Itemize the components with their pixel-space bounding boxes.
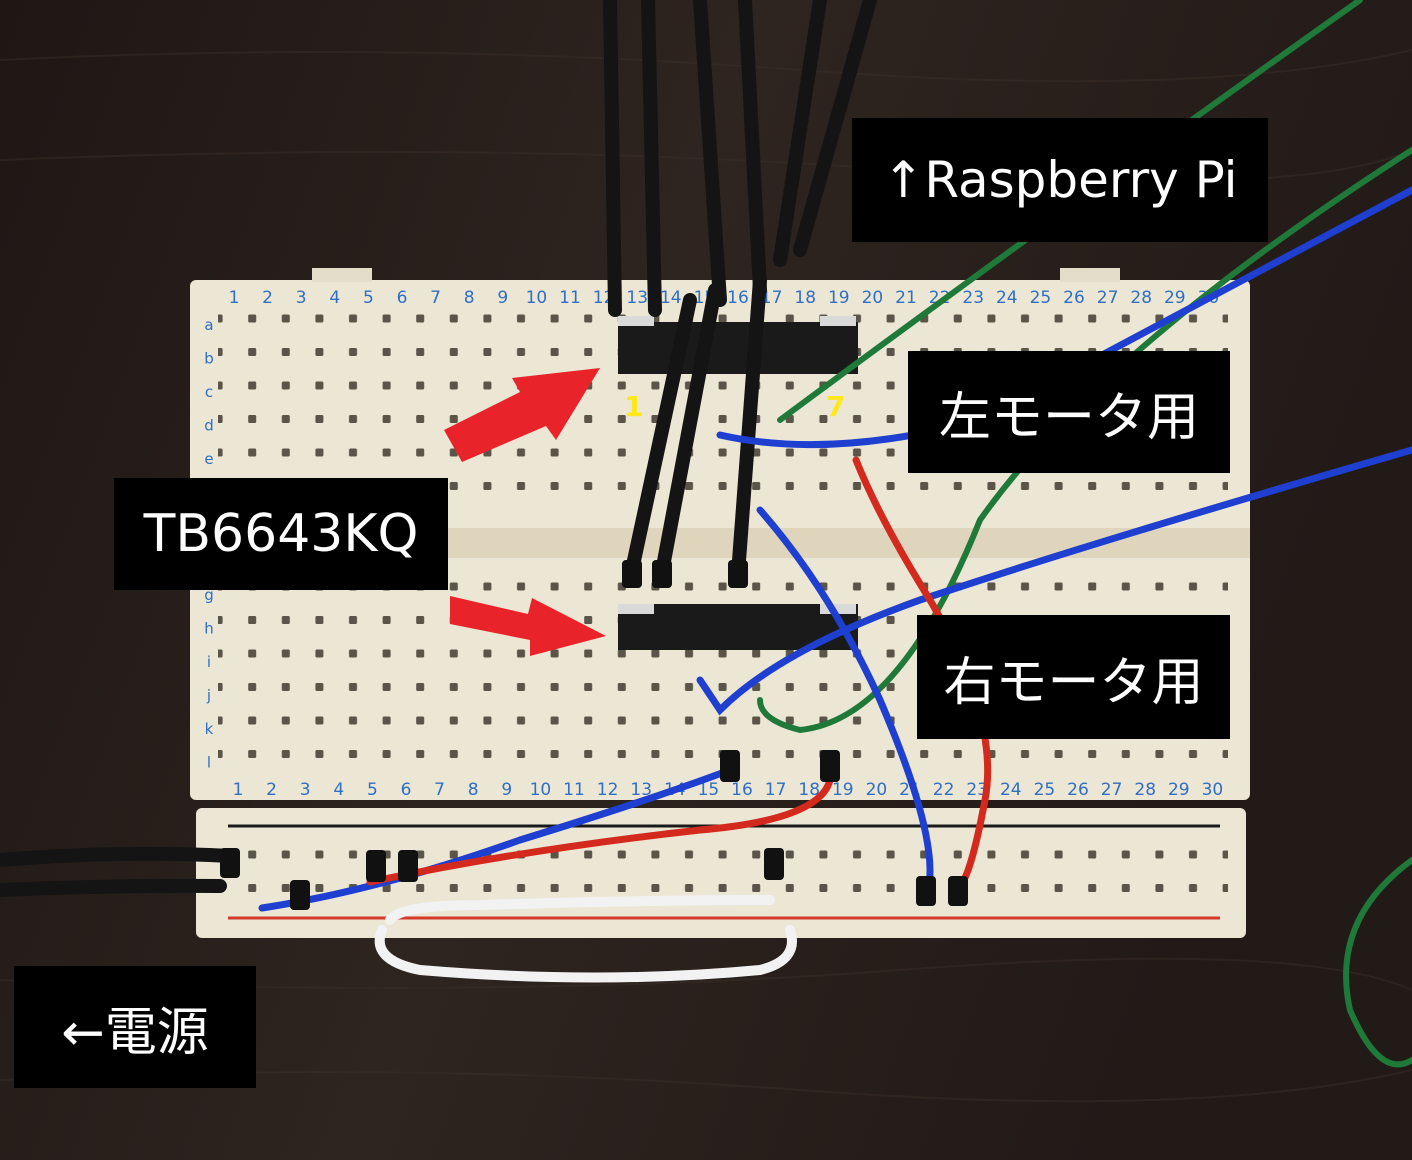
- raspberry-pi-label: ↑Raspberry Pi: [852, 118, 1268, 242]
- column-number: 3: [296, 288, 307, 308]
- column-number: 2: [266, 780, 277, 800]
- row-letter: k: [205, 720, 214, 738]
- row-letter: h: [204, 620, 214, 638]
- row-letter: d: [204, 417, 214, 435]
- row-letter: b: [204, 350, 214, 368]
- row-letter: c: [205, 383, 213, 401]
- column-number: 20: [866, 780, 888, 800]
- power-label: ←電源: [14, 966, 256, 1088]
- column-number: 19: [832, 780, 854, 800]
- column-number: 1: [233, 780, 244, 800]
- column-number: 19: [828, 288, 850, 308]
- column-number: 8: [464, 288, 475, 308]
- column-number: 22: [933, 780, 955, 800]
- row-letter: g: [204, 586, 214, 604]
- column-number: 6: [401, 780, 412, 800]
- ic-chip-top: [618, 316, 858, 374]
- column-number: 27: [1101, 780, 1123, 800]
- column-number: 29: [1168, 780, 1190, 800]
- column-number: 12: [597, 780, 619, 800]
- column-number: 4: [329, 288, 340, 308]
- column-number: 26: [1067, 780, 1089, 800]
- white-wire: [374, 895, 797, 983]
- pin-1-marker: 1: [624, 390, 644, 423]
- column-number: 5: [363, 288, 374, 308]
- column-number: 1: [229, 288, 240, 308]
- column-number: 29: [1164, 288, 1186, 308]
- column-number: 16: [731, 780, 753, 800]
- row-letter: j: [206, 687, 211, 705]
- wire-end-caps: [220, 560, 968, 910]
- arrow-to-top-chip: [444, 368, 600, 462]
- column-number: 11: [563, 780, 585, 800]
- column-number: 25: [1030, 288, 1052, 308]
- row-letter: e: [204, 450, 213, 468]
- column-number: 28: [1130, 288, 1152, 308]
- column-number: 24: [996, 288, 1018, 308]
- row-letter: a: [204, 316, 213, 334]
- column-number: 18: [794, 288, 816, 308]
- column-number: 7: [430, 288, 441, 308]
- right-motor-label: 右モータ用: [917, 615, 1230, 739]
- row-letter: l: [207, 754, 211, 772]
- column-number: 21: [895, 288, 917, 308]
- column-number: 30: [1202, 780, 1224, 800]
- column-number: 18: [798, 780, 820, 800]
- column-number: 10: [526, 288, 548, 308]
- column-number: 20: [862, 288, 884, 308]
- column-number: 16: [727, 288, 749, 308]
- column-number: 11: [559, 288, 581, 308]
- column-number: 4: [333, 780, 344, 800]
- column-number: 9: [501, 780, 512, 800]
- column-number: 2: [262, 288, 273, 308]
- column-number: 24: [1000, 780, 1022, 800]
- column-number: 15: [698, 780, 720, 800]
- column-number: 5: [367, 780, 378, 800]
- column-number: 13: [626, 288, 648, 308]
- column-number: 6: [397, 288, 408, 308]
- black-wires: [0, 0, 877, 897]
- column-number: 14: [660, 288, 682, 308]
- chip-name-label: TB6643KQ: [114, 478, 448, 590]
- column-number: 28: [1134, 780, 1156, 800]
- column-number: 25: [1034, 780, 1056, 800]
- column-number: 27: [1097, 288, 1119, 308]
- column-number: 23: [962, 288, 984, 308]
- column-number: 8: [468, 780, 479, 800]
- left-motor-label: 左モータ用: [908, 351, 1230, 473]
- column-number: 3: [300, 780, 311, 800]
- column-number: 17: [765, 780, 787, 800]
- column-number: 9: [497, 288, 508, 308]
- pin-7-marker: 7: [826, 390, 846, 423]
- column-number: 7: [434, 780, 445, 800]
- column-number: 10: [530, 780, 552, 800]
- row-letter: i: [207, 653, 211, 671]
- column-number: 13: [630, 780, 652, 800]
- column-number: 26: [1063, 288, 1085, 308]
- arrow-to-bottom-chip: [450, 596, 606, 656]
